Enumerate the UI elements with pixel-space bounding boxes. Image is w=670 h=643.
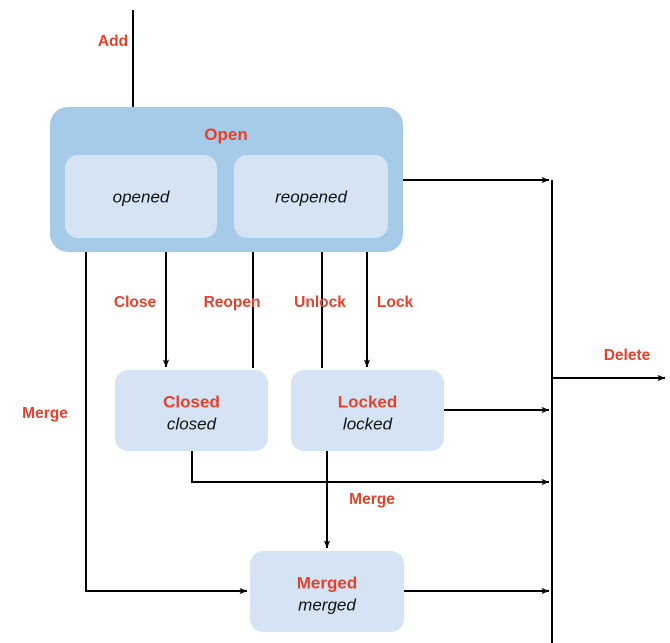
state-title-locked: Locked xyxy=(338,393,398,412)
state-sub-closed: closed xyxy=(167,415,217,434)
state-sub-locked: locked xyxy=(343,415,393,434)
edge-label-merge-bottom: Merge xyxy=(349,491,395,508)
state-sub-reopened: reopened xyxy=(275,188,347,207)
state-box-locked xyxy=(291,370,444,451)
state-title-merged: Merged xyxy=(297,574,357,593)
edge-label-add: Add xyxy=(98,33,128,50)
edges-layer xyxy=(85,10,666,643)
state-box-closed xyxy=(115,370,268,451)
edge-label-merge-left: Merge xyxy=(22,405,68,422)
state-box-reopened xyxy=(234,155,388,238)
state-box-merged xyxy=(250,551,404,632)
group-label-open-group: Open xyxy=(204,125,247,144)
state-sub-opened: opened xyxy=(113,188,170,207)
edge-label-unlock: Unlock xyxy=(294,294,346,311)
edge-closed-delete xyxy=(191,451,550,486)
edge-label-delete: Delete xyxy=(604,347,651,364)
state-box-opened xyxy=(65,155,217,238)
state-title-closed: Closed xyxy=(163,393,220,412)
edge-merge-left-edge xyxy=(85,252,248,595)
edge-label-lock: Lock xyxy=(377,294,414,311)
edge-label-close: Close xyxy=(114,294,157,311)
edge-label-reopen: Reopen xyxy=(204,294,261,311)
state-sub-merged: merged xyxy=(298,596,356,615)
